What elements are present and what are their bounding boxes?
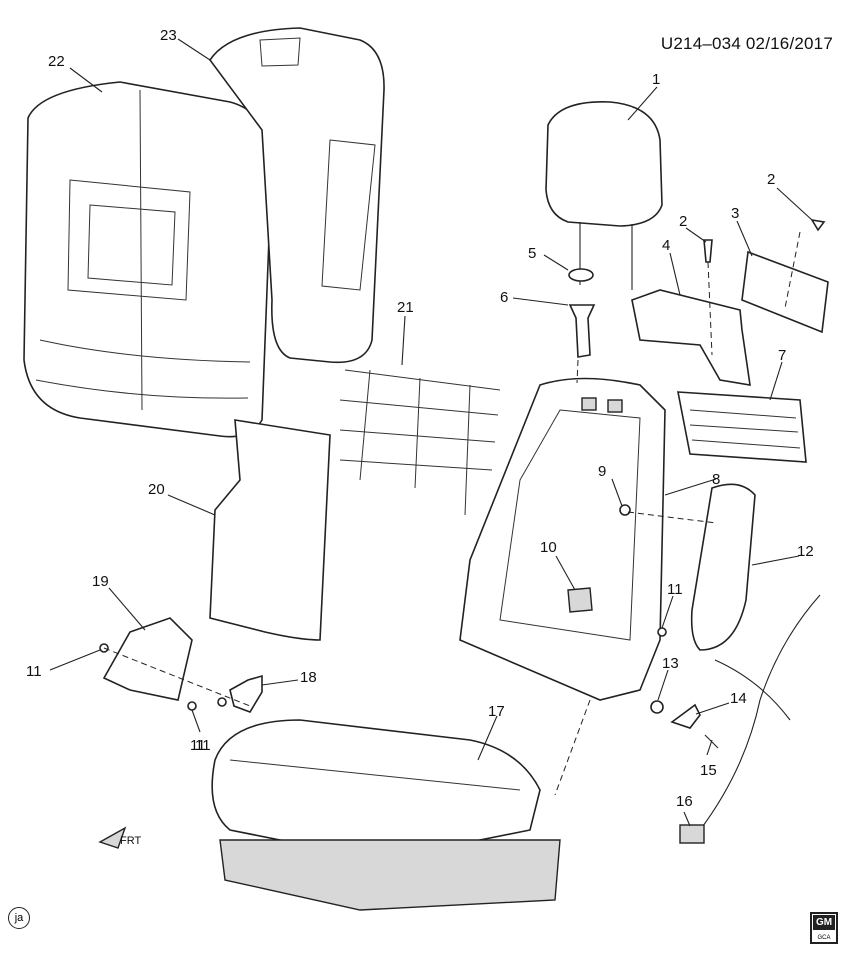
seat-back-cover-22 <box>23 81 273 438</box>
diagram-code: U214–034 02/16/2017 <box>660 34 833 53</box>
callout-9: 9 <box>598 463 606 480</box>
callout-labels: 1 2 2 3 4 5 6 7 8 9 10 11 11 11 11 12 13… <box>26 27 814 847</box>
clip-10 <box>567 587 593 613</box>
leader-lines <box>49 38 813 827</box>
callout-5: 5 <box>528 245 536 262</box>
callout-4: 4 <box>662 237 670 254</box>
push-pin-2-b <box>810 218 826 232</box>
lumbar-support-7 <box>677 391 807 463</box>
wiring-harness-16 <box>699 594 821 831</box>
screw-11-d <box>657 627 667 637</box>
callout-11-d: 11 <box>667 581 683 598</box>
bracket-14 <box>670 703 701 729</box>
callout-19: 19 <box>92 573 109 590</box>
callout-8: 8 <box>712 471 720 488</box>
bolt-13 <box>650 700 664 714</box>
callout-23: 23 <box>160 27 177 44</box>
callout-6: 6 <box>500 289 508 306</box>
callout-20: 20 <box>148 481 165 498</box>
seat-back-spring-21 <box>339 369 501 516</box>
headrest-1 <box>545 101 663 290</box>
seat-back-panel-23 <box>209 27 385 364</box>
ja-mark: ja <box>8 907 30 929</box>
headrest-guide-6 <box>568 304 596 358</box>
callout-18: 18 <box>300 669 317 686</box>
trim-cover-19 <box>102 617 193 701</box>
guide-grommet-5 <box>568 268 594 282</box>
pad-3 <box>741 250 829 334</box>
callout-15: 15 <box>700 762 717 779</box>
callout-11-b: 11 <box>195 737 211 754</box>
callout-7: 7 <box>778 347 786 364</box>
callout-3: 3 <box>731 205 739 222</box>
gm-logo-sub: GCA <box>817 935 831 941</box>
front-arrow-icon <box>98 826 127 849</box>
callout-13: 13 <box>662 655 679 672</box>
callout-11-a: 11 <box>26 663 42 680</box>
gm-logo: GM GCA <box>810 912 838 944</box>
push-pin-2 <box>703 239 713 263</box>
callout-12: 12 <box>797 543 814 560</box>
callout-1: 1 <box>652 71 660 88</box>
callout-22: 22 <box>48 53 65 70</box>
seat-back-frame-8 <box>459 377 666 701</box>
seat-back-pad-20 <box>209 419 331 641</box>
callout-17: 17 <box>488 703 505 720</box>
callout-2: 2 <box>767 171 775 188</box>
callout-21: 21 <box>397 299 414 316</box>
bracket-18 <box>229 674 263 713</box>
gm-logo-text: GM <box>813 915 835 930</box>
clip-9 <box>619 504 631 516</box>
callout-16: 16 <box>676 793 693 810</box>
seat-cushion-17 <box>211 719 561 911</box>
callout-2-b: 2 <box>679 213 687 230</box>
side-panel-12 <box>690 483 756 651</box>
harness-connector-16 <box>679 824 705 844</box>
callout-11-c: 11 <box>190 737 206 754</box>
callout-14: 14 <box>730 690 747 707</box>
front-arrow-label: FRT <box>120 835 141 847</box>
callout-10: 10 <box>540 539 557 556</box>
bracket-4 <box>631 289 751 386</box>
screw-11-b <box>187 701 197 711</box>
screw-11-c <box>217 697 227 707</box>
